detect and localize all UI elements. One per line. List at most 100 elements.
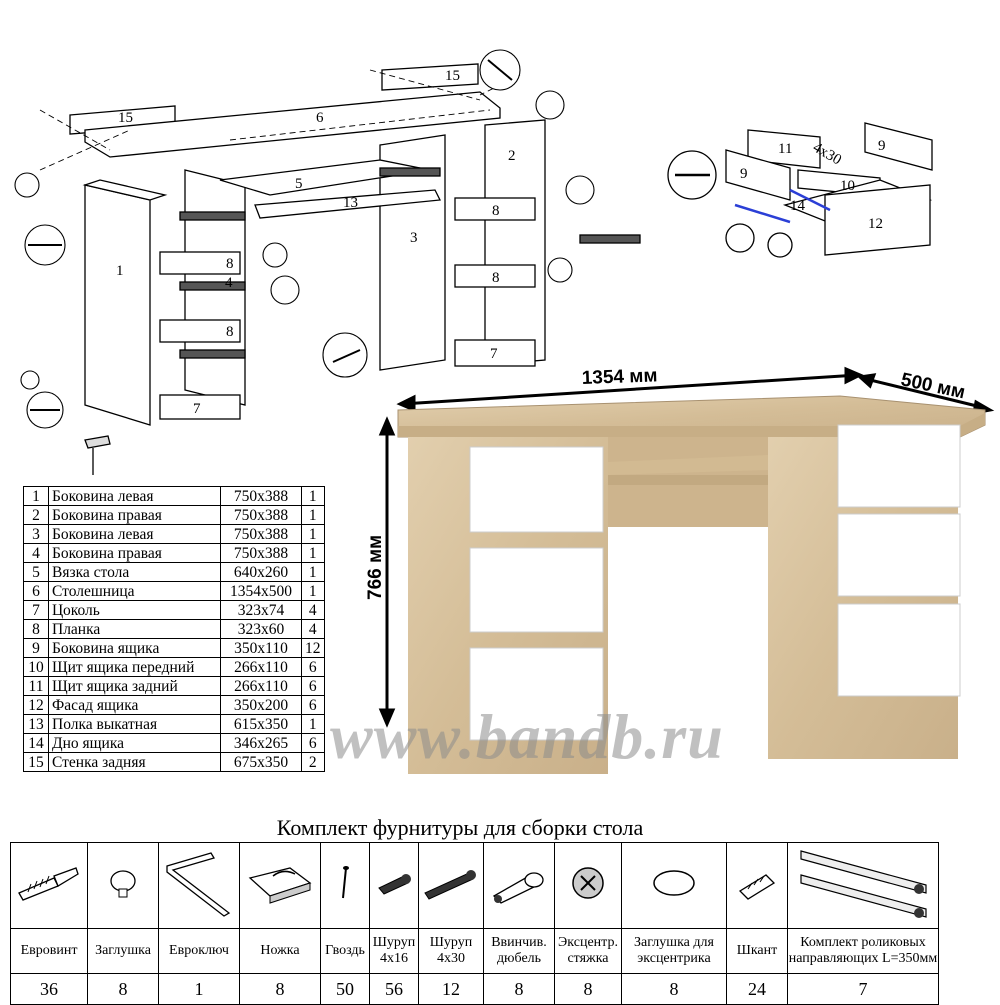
drawer-part-9-back	[864, 122, 933, 171]
drawer-part-11	[747, 129, 821, 169]
hardware-name: Евроключ	[158, 928, 240, 974]
part-number: 5	[23, 562, 49, 582]
part-name: Щит ящика задний	[48, 676, 221, 696]
part-qty: 6	[301, 695, 325, 715]
part-number: 4	[23, 543, 49, 563]
assembled-desk	[378, 366, 995, 774]
hardware-name: Ножка	[239, 928, 321, 974]
callout-dowel-c	[322, 332, 368, 378]
drawer-part-12	[824, 184, 931, 256]
label-13: 13	[343, 195, 358, 211]
part-name: Столешница	[48, 581, 221, 601]
part-size: 640x260	[220, 562, 302, 582]
screw-4x16-icon	[378, 874, 411, 895]
part-8-l1	[159, 251, 241, 275]
dim-depth-line	[861, 376, 986, 410]
part-size: 750x388	[220, 543, 302, 563]
drawer-label-9b: 9	[740, 166, 748, 182]
hardware-name: Гвоздь	[320, 928, 370, 974]
label-5: 5	[295, 176, 303, 192]
dim-depth-label: 500 мм	[899, 369, 967, 403]
front-left-1	[469, 446, 604, 533]
label-15b: 15	[445, 68, 460, 84]
part-number: 15	[23, 752, 49, 772]
part-name: Планка	[48, 619, 221, 639]
hardware-name: Комплект роликовых направляющих L=350мм	[787, 928, 939, 974]
part-qty: 1	[301, 581, 325, 601]
watermark: www.bandb.ru	[330, 701, 724, 772]
part-name: Фасад ящика	[48, 695, 221, 715]
hardware-name: Заглушка	[87, 928, 159, 974]
part-size: 615x350	[220, 714, 302, 734]
drawer-view	[667, 122, 933, 258]
part-size: 750x388	[220, 524, 302, 544]
part-name: Боковина ящика	[48, 638, 221, 658]
part-number: 1	[23, 486, 49, 506]
euroscrew-icon	[18, 867, 79, 901]
dim-height-label: 766 мм	[365, 535, 386, 600]
part-name: Боковина правая	[48, 543, 221, 563]
part-number: 10	[23, 657, 49, 677]
hardware-title: Комплект фурнитуры для сборки стола	[276, 815, 644, 840]
label-3: 3	[410, 230, 418, 246]
foot-icon	[248, 867, 312, 904]
hardware-name: Ввинчив. дюбель	[483, 928, 555, 974]
part-number: 14	[23, 733, 49, 753]
front-left-2	[469, 547, 604, 633]
part-qty: 2	[301, 752, 325, 772]
drawer-label-10: 10	[840, 178, 855, 194]
part-qty: 1	[301, 543, 325, 563]
part-13	[254, 189, 442, 219]
dowel-icon	[492, 872, 544, 904]
part-8-r1	[454, 197, 536, 221]
part-size: 675x350	[220, 752, 302, 772]
part-15-right	[381, 63, 479, 91]
cam-cap-icon	[653, 870, 695, 896]
callout-screw-r	[547, 257, 573, 283]
cap-icon	[110, 870, 136, 898]
label-7b: 7	[490, 346, 498, 362]
part-name: Вязка стола	[48, 562, 221, 582]
drawer-label-11: 11	[778, 141, 792, 157]
hardware-name: Эксцентр. стяжка	[554, 928, 622, 974]
part-name: Цоколь	[48, 600, 221, 620]
drawer-label-9a: 9	[878, 138, 886, 154]
part-name: Стенка задняя	[48, 752, 221, 772]
hardware-name: Евровинт	[10, 928, 88, 974]
part-number: 9	[23, 638, 49, 658]
part-qty: 4	[301, 619, 325, 639]
dim-width-label: 1354 мм	[581, 365, 657, 389]
label-4: 4	[225, 275, 233, 291]
part-6-top	[84, 91, 501, 158]
hardware-name: Шуруп 4х16	[369, 928, 419, 974]
part-size: 350x110	[220, 638, 302, 658]
drawer-part-9-front	[725, 149, 791, 201]
hardware-name: Заглушка для эксцентрика	[621, 928, 727, 974]
part-name: Щит ящика передний	[48, 657, 221, 677]
label-8d: 8	[492, 270, 500, 286]
label-7a: 7	[193, 401, 201, 417]
part-number: 11	[23, 676, 49, 696]
callout-pin	[565, 175, 595, 205]
nail-icon	[342, 866, 349, 899]
part-number: 8	[23, 619, 49, 639]
hex-key-icon	[166, 852, 231, 917]
part-qty: 1	[301, 505, 325, 525]
part-1	[84, 184, 151, 426]
hardware-name: Шкант	[726, 928, 788, 974]
drawer-label-14: 14	[790, 198, 806, 214]
label-15a: 15	[118, 110, 133, 126]
part-size: 323x74	[220, 600, 302, 620]
part-qty: 12	[301, 638, 325, 658]
label-2: 2	[508, 148, 516, 164]
